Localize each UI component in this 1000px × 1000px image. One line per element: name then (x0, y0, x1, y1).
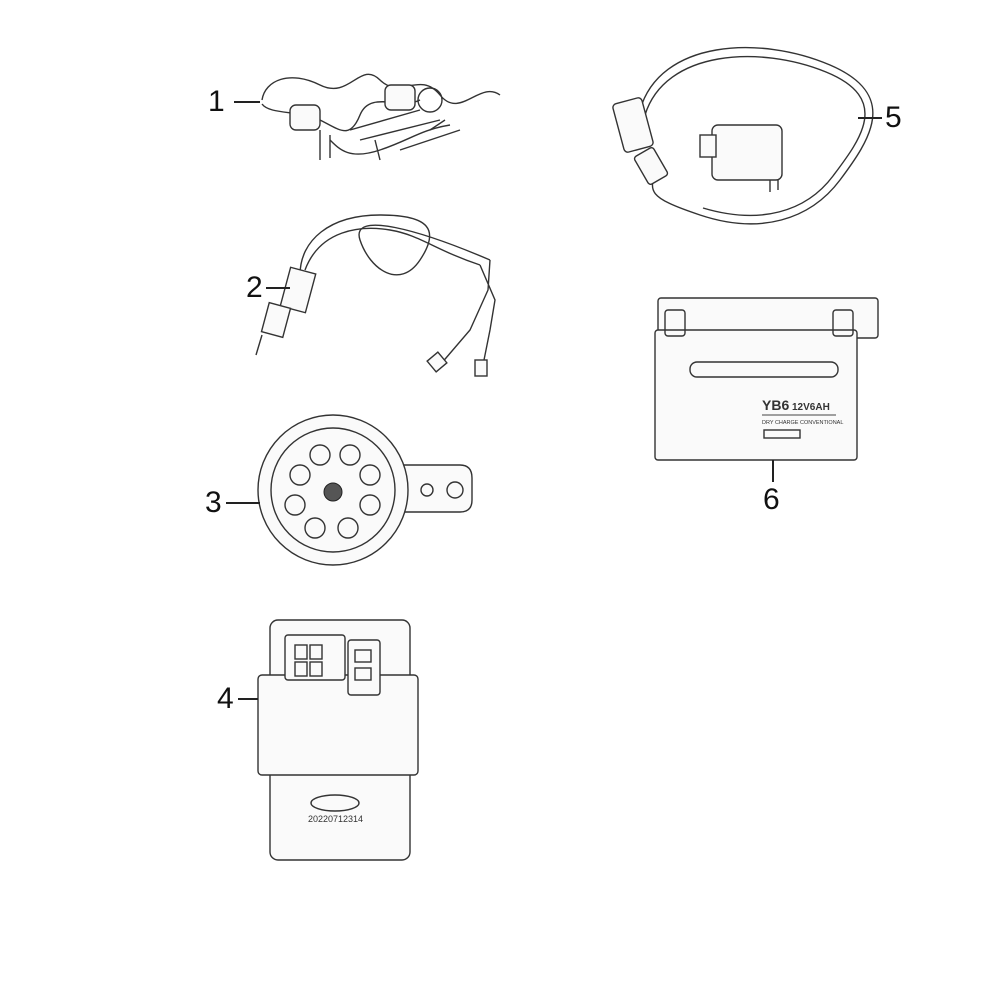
part-number-1: 1 (208, 85, 225, 118)
battery-rating: 12V6AH (792, 402, 830, 413)
ignition-coil-drawing (612, 46, 874, 225)
part-number-4: 4 (217, 682, 234, 715)
horn-drawing (257, 414, 473, 566)
leader-line-6 (772, 460, 774, 482)
leader-line-4 (238, 698, 258, 700)
leader-line-2 (266, 287, 290, 289)
brake-switch-drawing (255, 214, 496, 377)
part-number-6: 6 (763, 483, 780, 516)
leader-line-5 (858, 117, 882, 119)
leader-line-3 (226, 502, 260, 504)
battery-subtitle: DRY CHARGE CONVENTIONAL (762, 420, 843, 426)
cdi-unit-drawing: 20220712314 (257, 619, 419, 861)
part-number-3: 3 (205, 486, 222, 519)
cdi-serial: 20220712314 (308, 814, 363, 824)
battery-drawing: YB6 12V6AH DRY CHARGE CONVENTIONAL (654, 297, 879, 461)
battery-model: YB6 (762, 397, 789, 413)
wiring-harness-drawing (261, 73, 501, 161)
leader-line-1 (234, 101, 260, 103)
part-number-2: 2 (246, 271, 263, 304)
part-number-5: 5 (885, 101, 902, 134)
